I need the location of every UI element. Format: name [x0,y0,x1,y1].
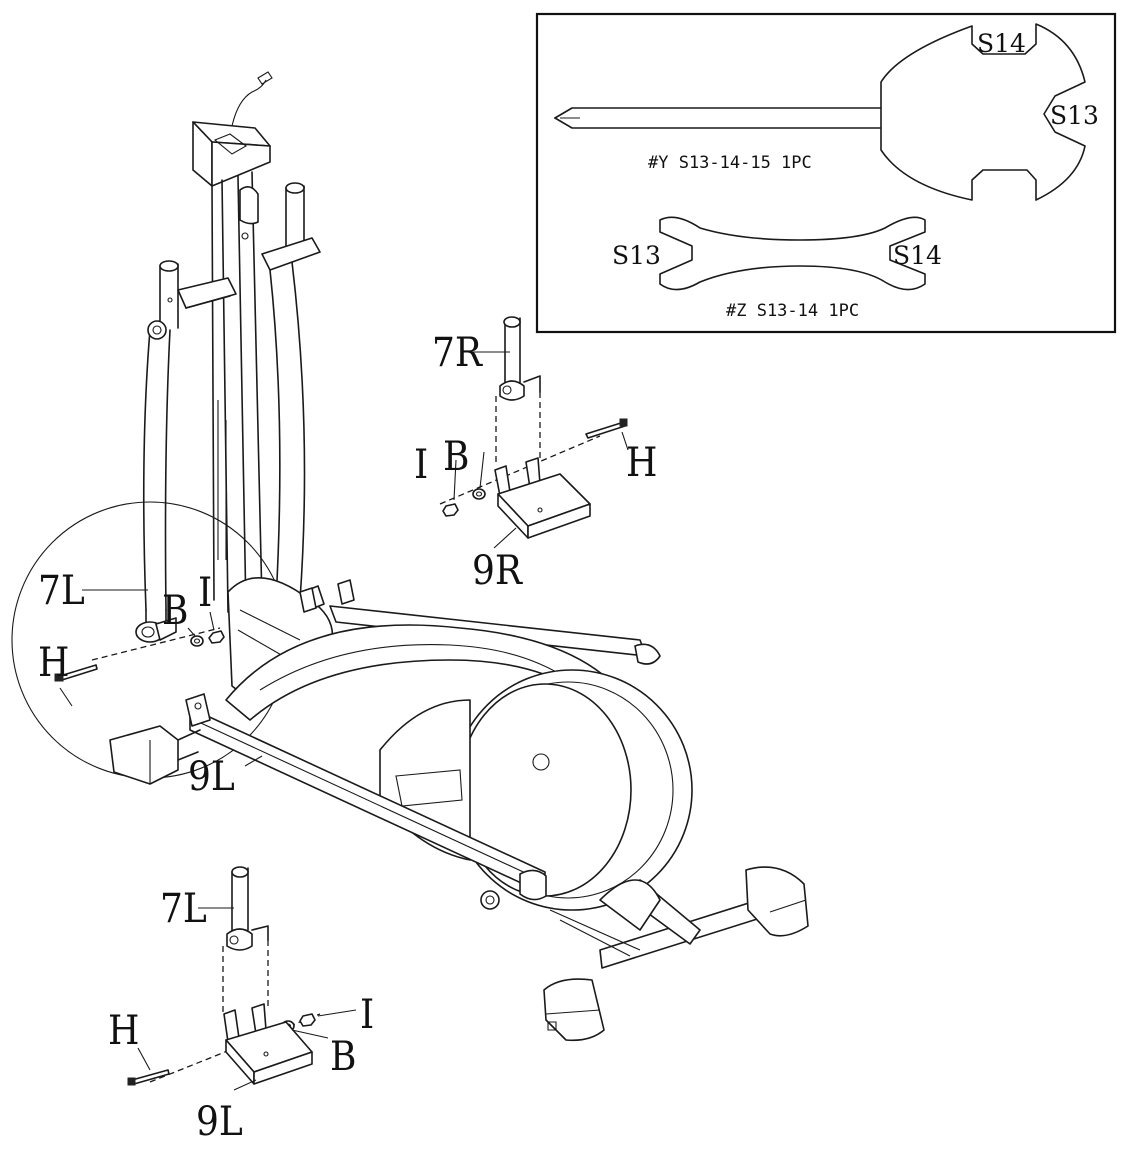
wrench-caption: #Z S13-14 1PC [726,301,859,321]
left-nut-label: I [360,992,374,1038]
right-washer-label: B [443,434,469,480]
right-nut-label: I [414,442,428,488]
screwdriver-tool: S14 S13 #Y S13-14-15 1PC [554,23,1099,201]
screwdriver-slot-top-label: S14 [977,29,1026,58]
screwdriver-slot-side-label: S13 [1050,101,1099,130]
tools-box: S14 S13 #Y S13-14-15 1PC S13 S14 #Z S13-… [535,12,1117,334]
right-arm-assembly-illustration [439,316,628,539]
right-bolt-label: H [626,440,657,486]
detail-bolt-label: H [38,640,69,686]
left-arm-label: 7L [160,886,207,932]
elliptical-trainer-illustration [11,71,809,1042]
left-washer-label: B [330,1034,356,1080]
left-arm-assembly-illustration [127,866,321,1086]
right-leg-label: 9R [472,548,523,594]
detail-washer-label: B [162,588,188,634]
leader-lines [59,351,629,1091]
right-arm-label: 7R [432,330,483,376]
callout-labels: 7L H B I 9L 7R B I H 9R 7L H B I 9L [38,330,657,1145]
screwdriver-caption: #Y S13-14-15 1PC [648,153,812,173]
wrench-right-end-label: S14 [893,241,942,270]
wrench-tool: S13 S14 #Z S13-14 1PC [612,216,942,321]
detail-arm-label: 7L [38,568,85,614]
left-bolt-label: H [108,1008,139,1054]
main-leg-label: 9L [188,754,235,800]
wrench-left-end-label: S13 [612,241,661,270]
detail-nut-label: I [198,570,212,616]
left-leg-label: 9L [196,1099,243,1145]
